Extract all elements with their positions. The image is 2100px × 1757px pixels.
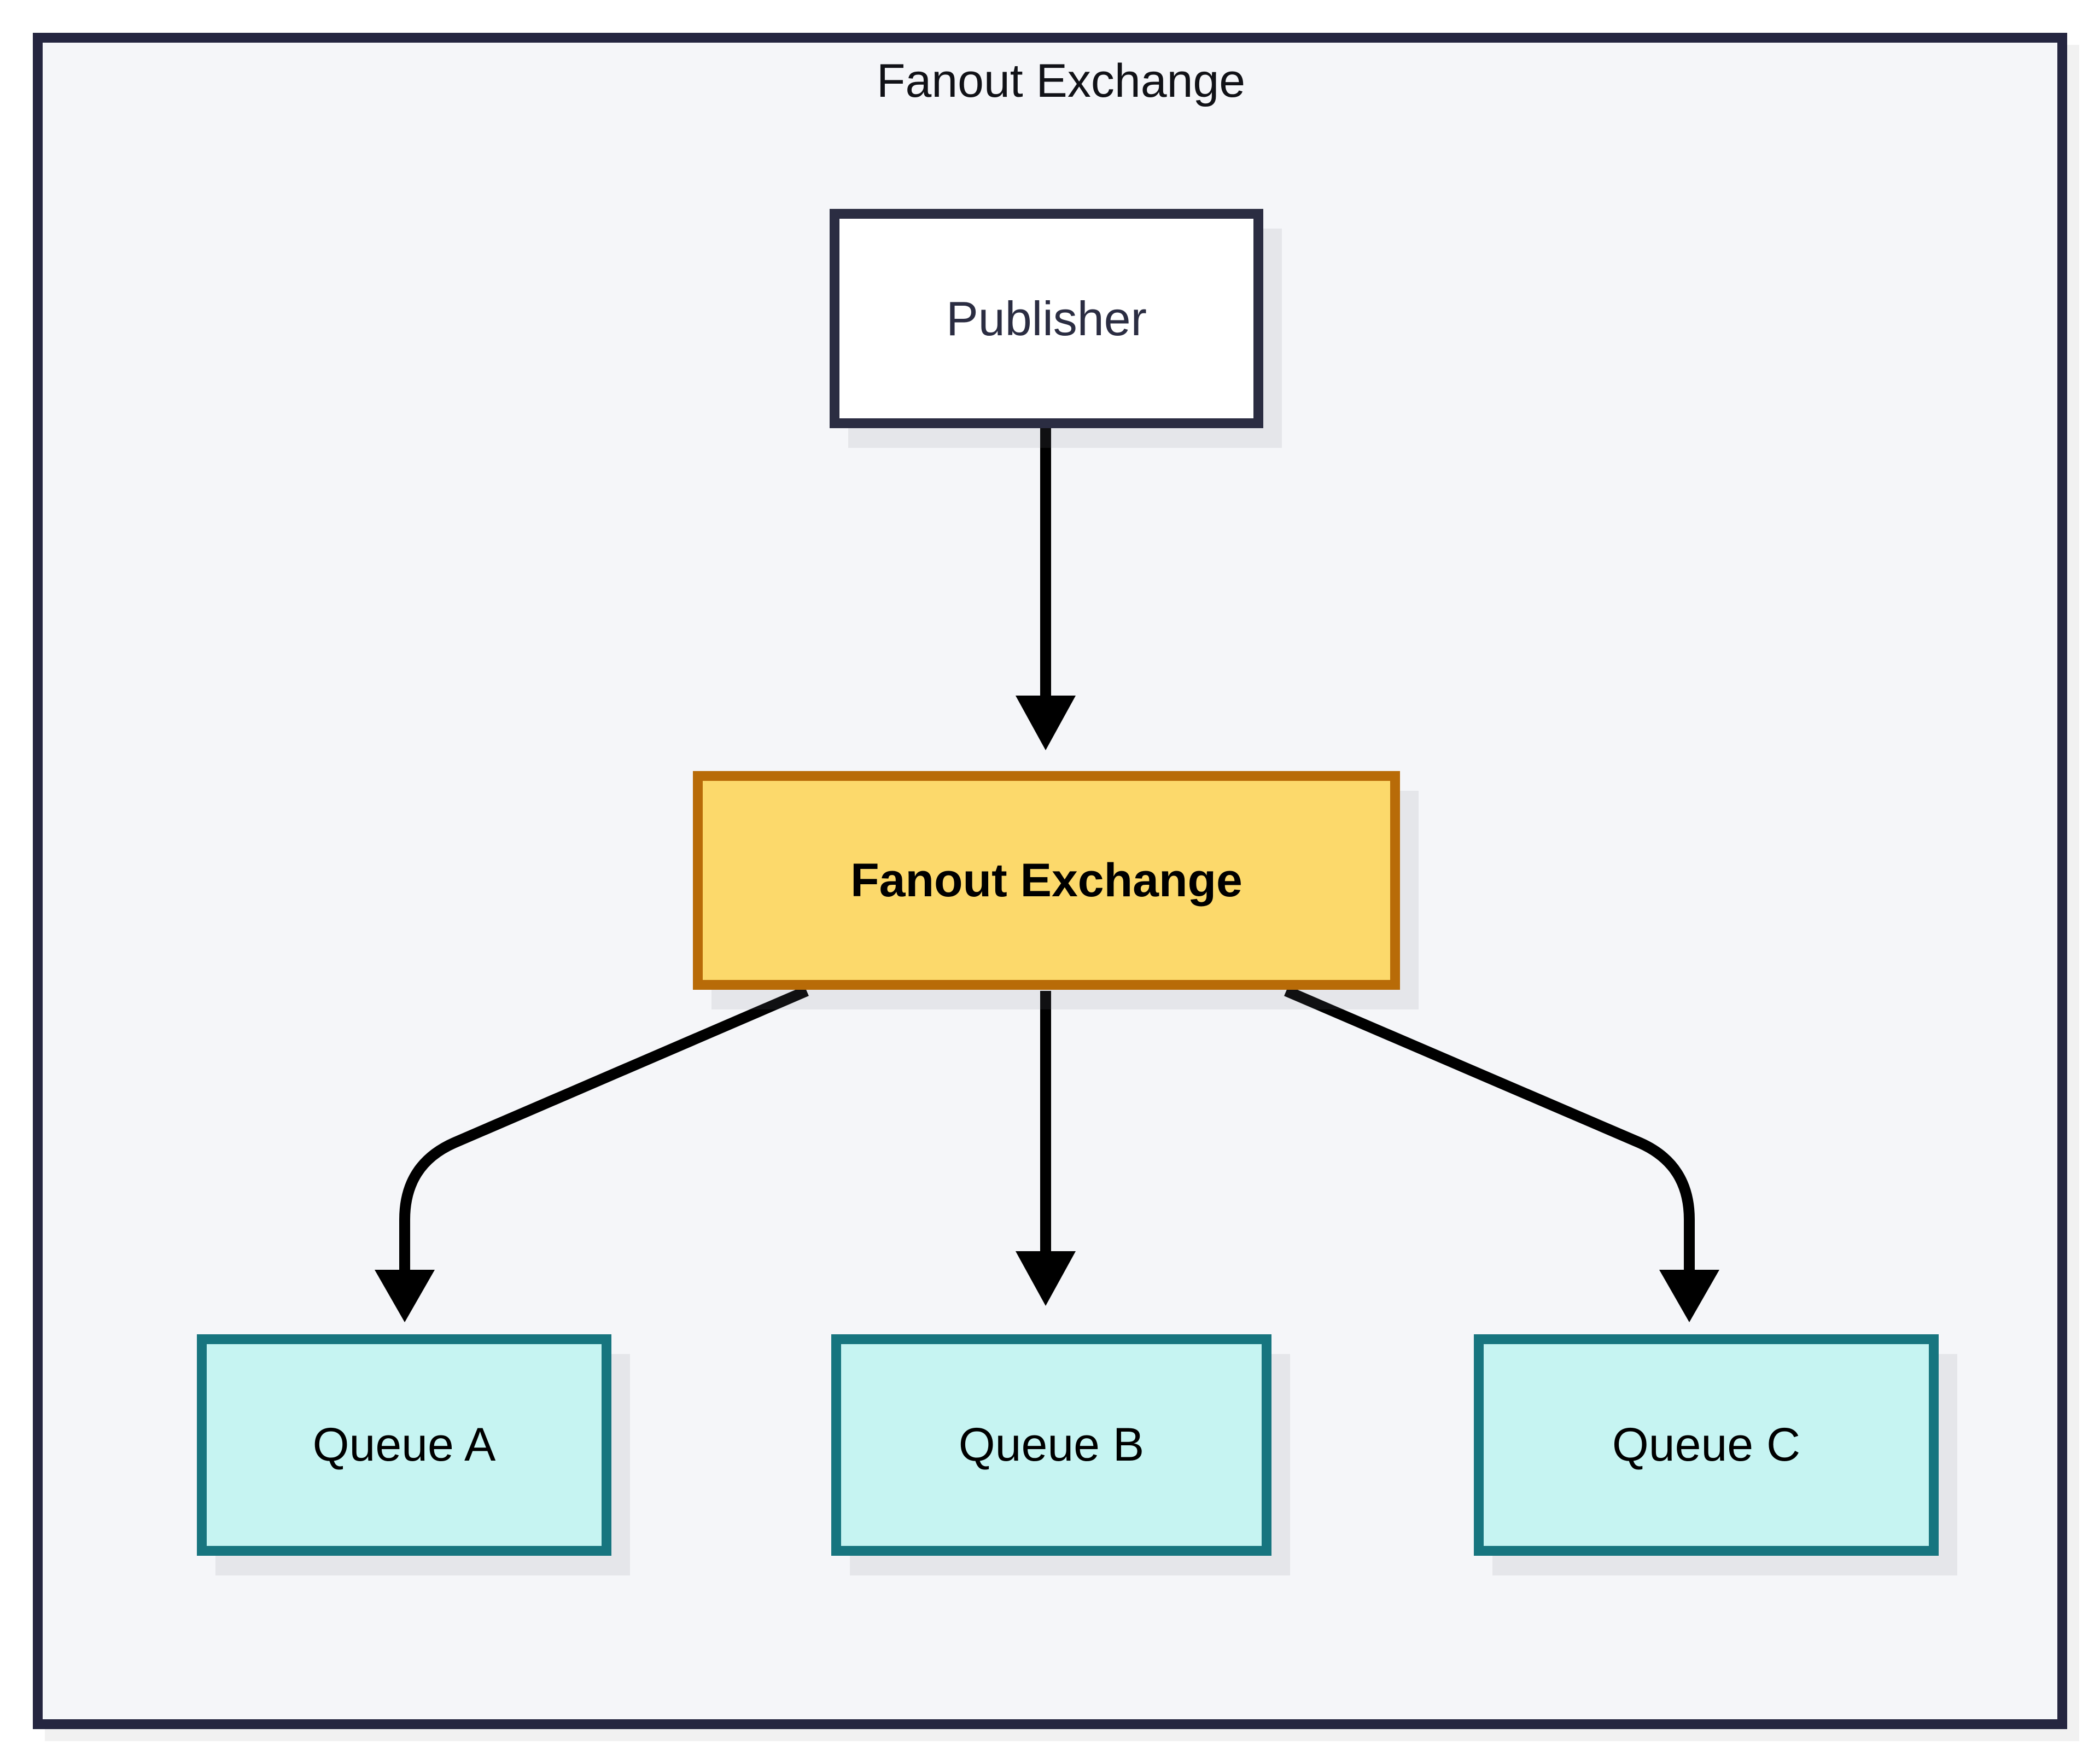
node-fanout-exchange[interactable]: Fanout Exchange: [693, 771, 1400, 990]
node-queue-b-label: Queue B: [958, 1419, 1145, 1471]
node-queue-a-label: Queue A: [312, 1419, 496, 1471]
diagram-title: Fanout Exchange: [0, 57, 2100, 104]
node-queue-c-label: Queue C: [1612, 1419, 1801, 1471]
diagram-title-text: Fanout Exchange: [876, 55, 1246, 107]
node-fanout-exchange-label: Fanout Exchange: [850, 854, 1242, 907]
node-queue-c[interactable]: Queue C: [1474, 1334, 1939, 1556]
node-queue-b[interactable]: Queue B: [831, 1334, 1271, 1556]
node-publisher-label: Publisher: [946, 291, 1147, 346]
node-queue-a[interactable]: Queue A: [197, 1334, 611, 1556]
node-publisher[interactable]: Publisher: [830, 209, 1263, 428]
